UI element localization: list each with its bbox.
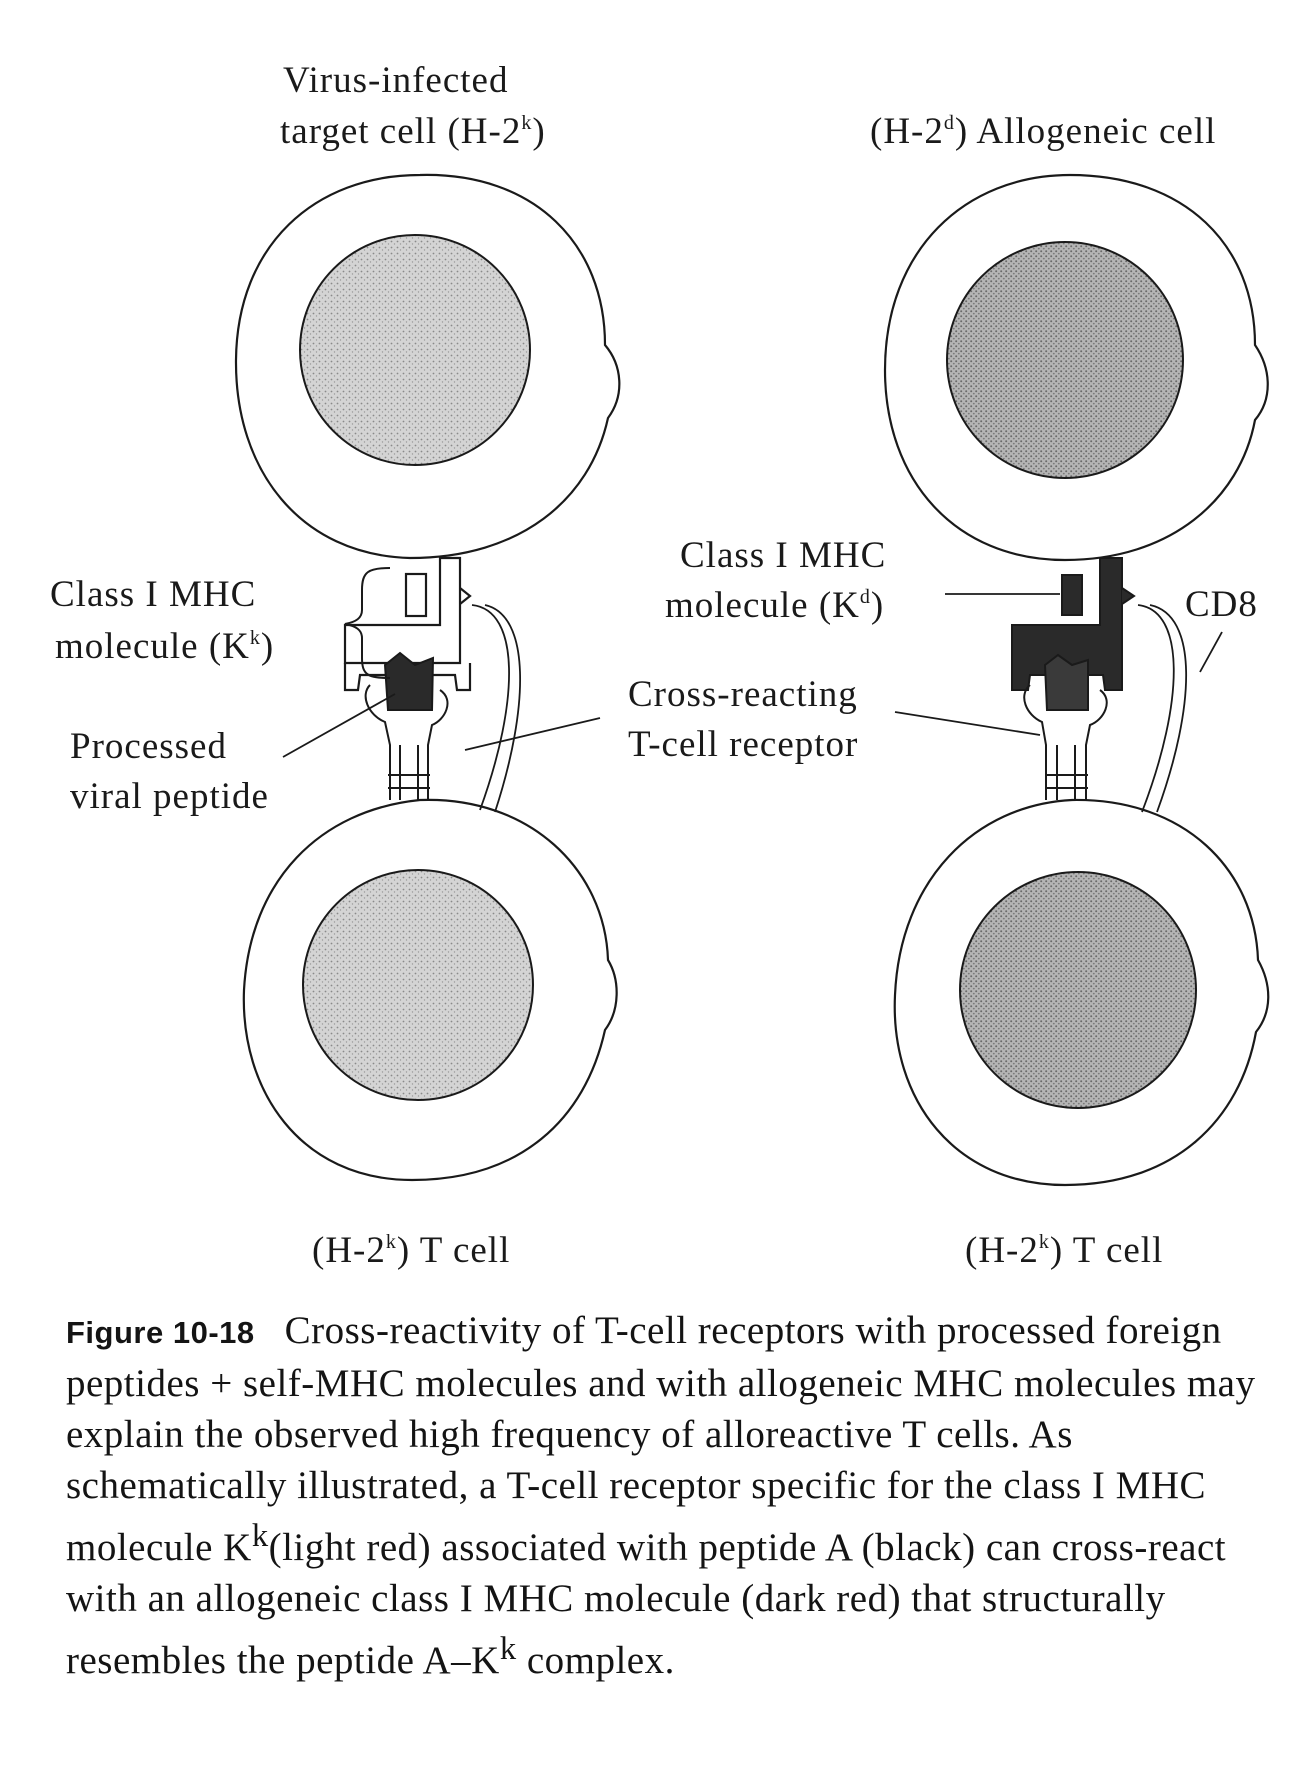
right-mhc-label-line1: Class I MHC bbox=[680, 535, 886, 576]
left-target-nucleus bbox=[299, 234, 531, 466]
left-peptide-leader bbox=[282, 693, 396, 758]
left-target-cell bbox=[234, 173, 621, 560]
caption-text-2: (light red) associated with peptide A (b… bbox=[66, 1526, 1227, 1682]
caption-sup-1: k bbox=[251, 1518, 269, 1554]
left-viral-peptide bbox=[383, 651, 435, 711]
left-mhc-label-line2: molecule (Kk) bbox=[55, 626, 274, 667]
tcr-label-line2: T-cell receptor bbox=[628, 724, 858, 765]
left-peptide-label-line2: viral peptide bbox=[70, 776, 269, 817]
right-allogeneic-cell bbox=[883, 173, 1269, 562]
tcr-label-line1: Cross-reacting bbox=[628, 674, 858, 715]
left-top-label-line2: target cell (H-2k) bbox=[280, 111, 546, 152]
right-allogeneic-nucleus bbox=[946, 241, 1184, 479]
right-cd8-label: CD8 bbox=[1185, 584, 1258, 625]
caption-text-3: complex. bbox=[516, 1639, 675, 1682]
left-t-nucleus bbox=[302, 869, 534, 1101]
caption-text-1: Cross-reactivity of T-cell receptors wit… bbox=[66, 1309, 1256, 1569]
cross-reactivity-diagram: Virus-infected target cell (H-2k) (H-2d)… bbox=[50, 60, 1270, 1271]
left-mhc-brace bbox=[344, 567, 391, 679]
left-cd8 bbox=[471, 604, 521, 813]
left-top-label-line1: Virus-infected bbox=[283, 60, 508, 101]
right-cd8-leader bbox=[1199, 631, 1223, 673]
right-panel bbox=[883, 173, 1270, 1187]
left-bottom-label: (H-2k) T cell bbox=[312, 1230, 510, 1271]
right-bottom-label: (H-2k) T cell bbox=[965, 1230, 1163, 1271]
right-mhc-label-line2: molecule (Kd) bbox=[665, 585, 884, 626]
right-top-label: (H-2d) Allogeneic cell bbox=[870, 111, 1216, 152]
right-bound-region bbox=[1043, 653, 1089, 711]
caption-sup-2: k bbox=[499, 1631, 517, 1667]
right-tcr bbox=[1023, 684, 1108, 800]
left-t-cell bbox=[242, 798, 618, 1182]
center-leaders bbox=[464, 711, 1041, 751]
left-mhc-label-line1: Class I MHC bbox=[50, 574, 256, 615]
right-t-nucleus bbox=[959, 871, 1197, 1109]
right-cd8 bbox=[1137, 604, 1188, 813]
figure-number: Figure 10-18 bbox=[66, 1315, 255, 1350]
left-peptide-label-line1: Processed bbox=[70, 726, 227, 767]
left-tcr bbox=[364, 684, 449, 800]
right-mhc-molecule bbox=[1011, 557, 1136, 691]
left-mhc-molecule bbox=[343, 556, 472, 692]
left-panel bbox=[234, 173, 621, 1182]
right-t-cell bbox=[893, 798, 1270, 1187]
